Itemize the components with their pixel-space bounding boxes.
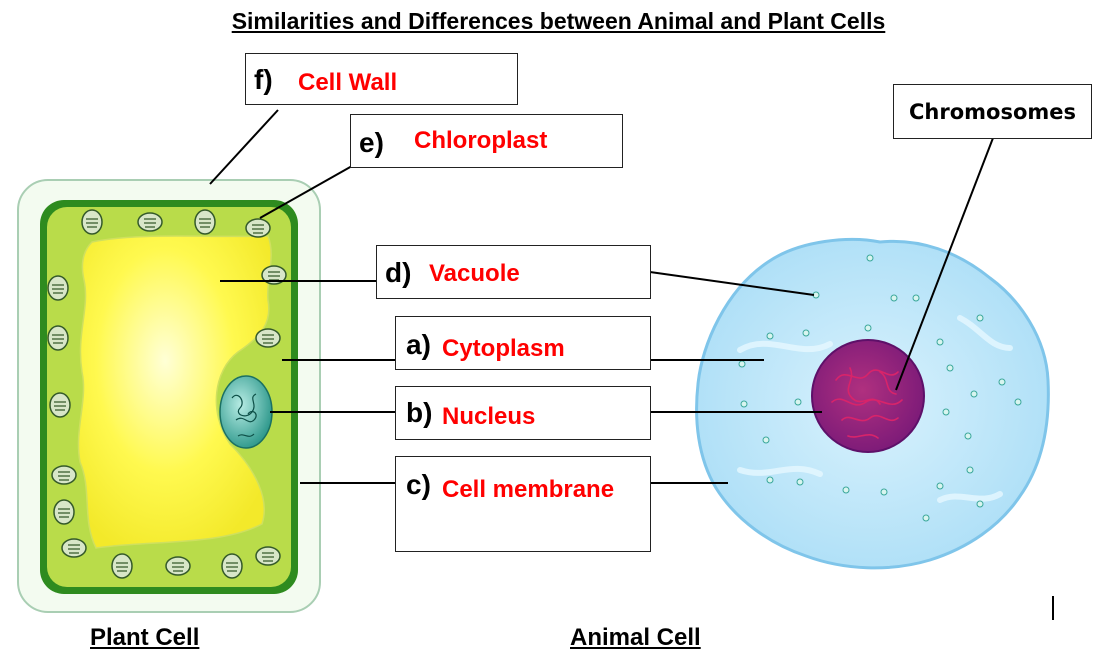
chloroplast	[245, 218, 271, 238]
vesicle	[1014, 398, 1022, 406]
label-letter-b: b)	[406, 397, 433, 428]
label-box-f: f) Cell Wall	[245, 53, 518, 105]
chloroplast	[53, 499, 75, 525]
vesicle	[740, 400, 748, 408]
animal-cell	[695, 237, 1050, 570]
vesicle	[794, 398, 802, 406]
chloroplast-group	[47, 209, 287, 579]
chloroplast	[221, 553, 243, 579]
label-vacuole: Vacuole	[429, 260, 520, 287]
chloroplast	[194, 209, 216, 235]
label-letter-d: d)	[385, 257, 412, 288]
chloroplast	[47, 325, 69, 351]
vesicle	[964, 432, 972, 440]
chloroplast	[255, 328, 281, 348]
leader-vacuole-animal	[649, 271, 815, 296]
vesicle	[766, 332, 774, 340]
label-letter-a: a)	[406, 329, 431, 360]
vesicle	[936, 482, 944, 490]
animal-nucleus	[811, 339, 925, 453]
chloroplast	[81, 209, 103, 235]
vesicle	[976, 500, 984, 508]
label-chromosomes: Chromosomes	[893, 84, 1092, 139]
vesicle	[946, 364, 954, 372]
label-letter-f: f)	[254, 64, 273, 95]
vesicle	[864, 324, 872, 332]
label-letter-c: c)	[406, 469, 431, 500]
vesicle	[796, 478, 804, 486]
vesicle	[880, 488, 888, 496]
vesicle	[890, 294, 898, 302]
leader-chloroplast	[259, 165, 353, 219]
label-cytoplasm: Cytoplasm	[442, 335, 565, 362]
vesicle	[970, 390, 978, 398]
label-box-d: d) Vacuole	[376, 245, 651, 299]
vesicle	[802, 329, 810, 337]
vesicle	[842, 486, 850, 494]
label-box-e: e) Chloroplast	[350, 114, 623, 168]
leader-cell-wall	[209, 109, 279, 185]
chloroplast	[47, 275, 69, 301]
caption-plant-cell: Plant Cell	[90, 624, 200, 651]
vesicle	[912, 294, 920, 302]
label-cell-wall: Cell Wall	[298, 69, 398, 96]
plant-nucleus	[219, 375, 273, 449]
vesicle	[866, 254, 874, 262]
chloroplast	[165, 556, 191, 576]
caption-animal-cell: Animal Cell	[570, 624, 701, 651]
vesicle	[762, 436, 770, 444]
label-cell-membrane: Cell membrane	[442, 476, 615, 503]
chloroplast	[51, 465, 77, 485]
text-cursor	[1052, 596, 1054, 620]
leader-chromosomes	[895, 137, 994, 391]
chloroplast	[111, 553, 133, 579]
vesicle	[738, 360, 746, 368]
vesicle	[942, 408, 950, 416]
chloroplast	[255, 546, 281, 566]
vesicle	[998, 378, 1006, 386]
chloroplast	[137, 212, 163, 232]
label-box-b: b) Nucleus	[395, 386, 651, 440]
plant-vacuole	[77, 235, 272, 549]
label-chloroplast: Chloroplast	[414, 127, 548, 154]
animal-vesicle-group	[738, 254, 1022, 522]
chloroplast	[61, 538, 87, 558]
label-box-a: a) Cytoplasm	[395, 316, 651, 370]
label-box-c: c) Cell membrane	[395, 456, 651, 552]
leader-lines	[209, 109, 994, 484]
vesicle	[966, 466, 974, 474]
plant-cell	[17, 179, 321, 613]
vesicle	[936, 338, 944, 346]
vesicle	[766, 476, 774, 484]
chloroplast	[49, 392, 71, 418]
diagram-title: Similarities and Differences between Ani…	[231, 8, 886, 34]
label-nucleus: Nucleus	[442, 403, 536, 430]
vesicle	[922, 514, 930, 522]
animal-chromosomes	[831, 367, 903, 439]
vesicle	[976, 314, 984, 322]
label-letter-e: e)	[359, 127, 384, 158]
